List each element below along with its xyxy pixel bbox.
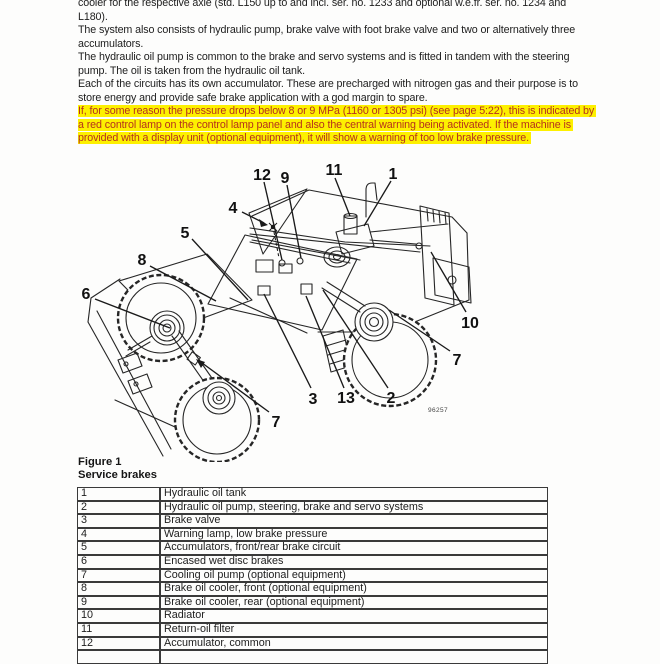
part-description: Warning lamp, low brake pressure: [160, 527, 548, 542]
part-ref: 5: [77, 541, 160, 555]
callout-8: 8: [138, 252, 147, 269]
mid-deck: [207, 234, 358, 334]
highlighted-text: If, for some reason the pressure drops b…: [78, 105, 597, 117]
body-line: The hydraulic oil pump is common to the …: [78, 51, 570, 63]
part-description: Accumulator, common: [160, 636, 548, 651]
cab-pillar: [248, 188, 308, 255]
callout-7-left: 7: [272, 414, 281, 431]
part-description: Cooling oil pump (optional equipment): [160, 568, 548, 583]
part-ref: 8: [77, 582, 160, 596]
valve-components: [255, 246, 351, 296]
warning-line: If, for some reason the pressure drops b…: [78, 105, 618, 119]
part-ref: 10: [77, 609, 160, 623]
highlighted-text: a red control lamp on the control lamp p…: [78, 118, 573, 131]
part-description: Encased wet disc brakes: [160, 554, 548, 569]
figure-caption: Figure 1 Service brakes: [78, 456, 157, 482]
part-description: Brake oil cooler, front (optional equipm…: [160, 582, 548, 596]
body-line: accumulators.: [78, 37, 144, 50]
part-description: Hydraulic oil pump, steering, brake and …: [160, 500, 548, 515]
part-description: Radiator: [160, 609, 548, 623]
part-ref: 11: [77, 622, 160, 637]
body-line: store energy and provide safe brake appl…: [78, 91, 428, 104]
part-ref: 3: [77, 514, 160, 528]
callout-3: 3: [309, 391, 318, 408]
part-description: Return-oil filter: [160, 622, 548, 637]
hub-rear-left: [202, 381, 236, 415]
table-row-partial: [77, 650, 548, 664]
front-axle-assembly: [125, 310, 215, 387]
wheel-rear-left: [173, 376, 261, 462]
part-description: Brake oil cooler, rear (optional equipme…: [160, 595, 548, 610]
callout-12: 12: [253, 167, 271, 184]
highlighted-text: provided with a display unit (optional e…: [78, 132, 531, 144]
body-line: L180).: [78, 10, 108, 23]
body-line: pump. The oil is taken from the hydrauli…: [78, 64, 305, 77]
part-description: Brake valve: [160, 514, 548, 528]
callout-5: 5: [181, 225, 190, 242]
hub-front-left: [149, 310, 185, 346]
part-ref: 7: [77, 568, 160, 583]
part-ref: 4: [77, 527, 160, 542]
part-ref-partial: [77, 650, 160, 664]
part-ref: 12: [77, 636, 160, 651]
callout-7-right: 7: [453, 352, 462, 369]
callout-4: 4: [229, 200, 238, 217]
part-description-partial: [160, 650, 548, 664]
axle-brackets: [117, 352, 153, 395]
warning-line: a red control lamp on the control lamp p…: [78, 118, 618, 133]
wheel-rear-right: [321, 281, 438, 408]
callout-2: 2: [387, 390, 396, 407]
hydraulic-pipes: [249, 223, 449, 261]
callout-13: 13: [337, 390, 355, 407]
warning-line: provided with a display unit (optional e…: [78, 132, 618, 146]
hub-rear-right: [354, 302, 394, 342]
return-oil-filter: [335, 212, 375, 255]
body-line: Each of the circuits has its own accumul…: [78, 78, 578, 90]
radiator-box: [419, 205, 455, 306]
drawing-number: 96257: [428, 407, 448, 414]
callout-6: 6: [82, 286, 91, 303]
body-text-block: cooler for the respective axle (std. L15…: [78, 0, 618, 146]
part-ref: 6: [77, 554, 160, 569]
figure-1-diagram: 12 9 11 1 4 5 8 6 10 7 3 13 2 7 96257: [0, 160, 660, 462]
part-ref: 1: [77, 487, 160, 501]
figure-label: Figure 1: [78, 456, 122, 468]
exhaust-pipe: [365, 182, 378, 218]
part-ref: 2: [77, 500, 160, 515]
body-line: The system also consists of hydraulic pu…: [78, 24, 576, 36]
figure-title: Service brakes: [78, 469, 157, 482]
part-description: Accumulators, front/rear brake circuit: [160, 541, 548, 555]
callout-10: 10: [461, 315, 479, 332]
wheel-loader-line-drawing: 12 9 11 1 4 5 8 6 10 7 3 13 2 7 96257: [82, 162, 479, 462]
callout-9: 9: [281, 170, 290, 187]
part-ref: 9: [77, 595, 160, 610]
callout-1: 1: [389, 166, 398, 183]
callout-11: 11: [326, 162, 343, 179]
part-description: Hydraulic oil tank: [160, 487, 548, 501]
callout-leader-lines: [94, 177, 467, 413]
body-line: cooler for the respective axle (std. L15…: [78, 0, 567, 9]
